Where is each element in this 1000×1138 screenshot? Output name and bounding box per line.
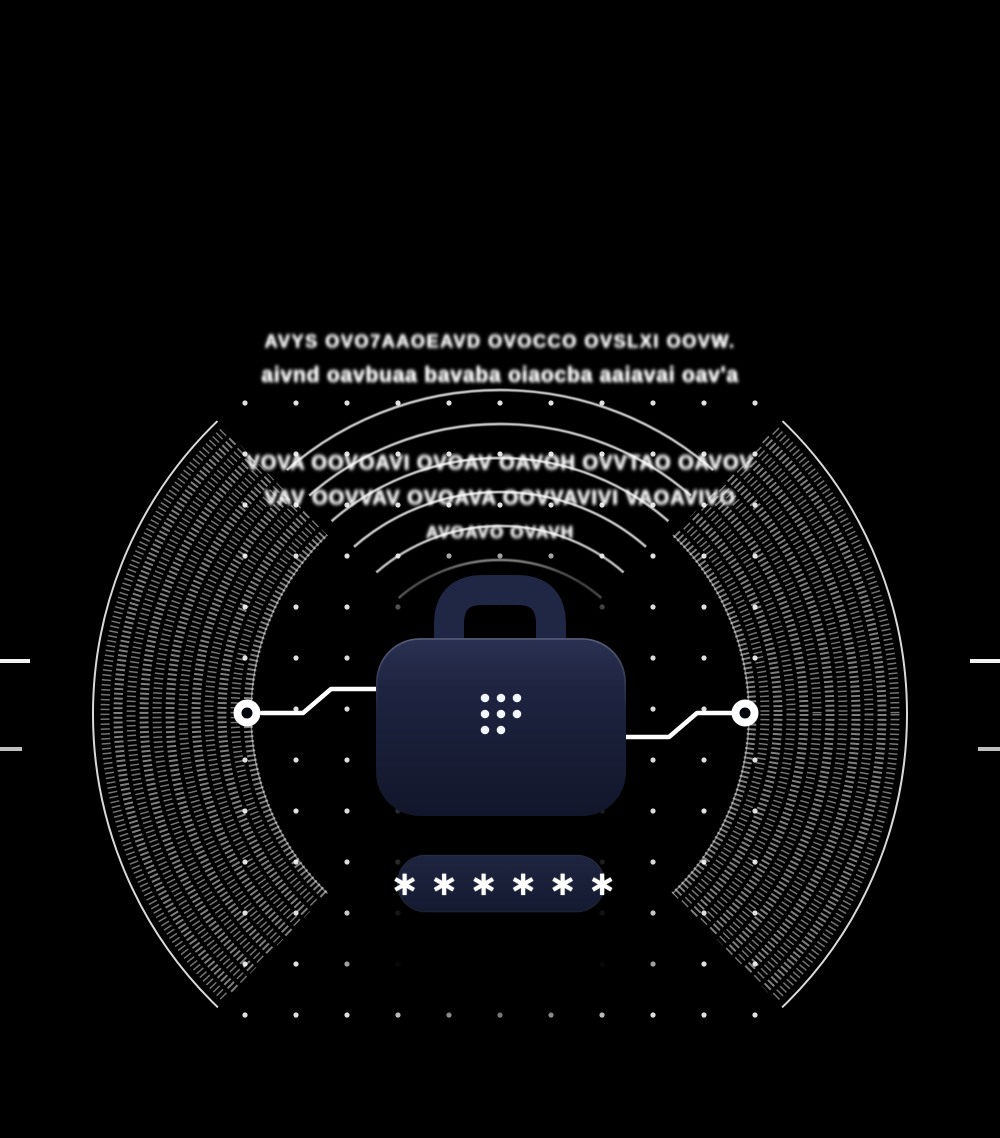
masked-password-value: ∗∗∗∗∗∗ — [390, 863, 628, 904]
radar-ripple-arcs — [174, 388, 826, 714]
password-shadow — [350, 890, 650, 1014]
subheadline-line-1: VOVA OOVOAVI OVOAV OAVOH OVVTAO OAVOV — [246, 451, 754, 475]
subheadline-line-3: AVOAVO OVAVH — [425, 522, 575, 543]
subheadline-distorted: VOVA OOVOAVI OVOAV OAVOH OVVTAO OAVOV VA… — [0, 447, 1000, 550]
headline-line-2: aivnd oavbuaa bavaba oiaocba aaiavai oav… — [261, 363, 739, 388]
circuit-trace-right — [619, 710, 741, 740]
circuit-trace-left — [259, 686, 382, 716]
briefcase-icon — [376, 638, 626, 816]
subheadline-line-2: VAV OOVVAV OVOAVA OOVVAVIVI VAOAVIVO — [264, 486, 736, 510]
briefcase-handle — [434, 575, 566, 654]
headline-line-1: AVYS OVO7AAOEAVD OVOCCO OVSLXI OOVW. — [264, 330, 736, 352]
connector-node-left-icon — [233, 699, 261, 727]
edge-ticks — [0, 659, 1000, 751]
keypad-dots-icon — [480, 693, 522, 735]
headline-distorted: AVYS OVO7AAOEAVD OVOCCO OVSLXI OOVW. aiv… — [0, 330, 1000, 390]
connector-node-right-icon — [731, 699, 759, 727]
password-pill — [396, 854, 606, 913]
